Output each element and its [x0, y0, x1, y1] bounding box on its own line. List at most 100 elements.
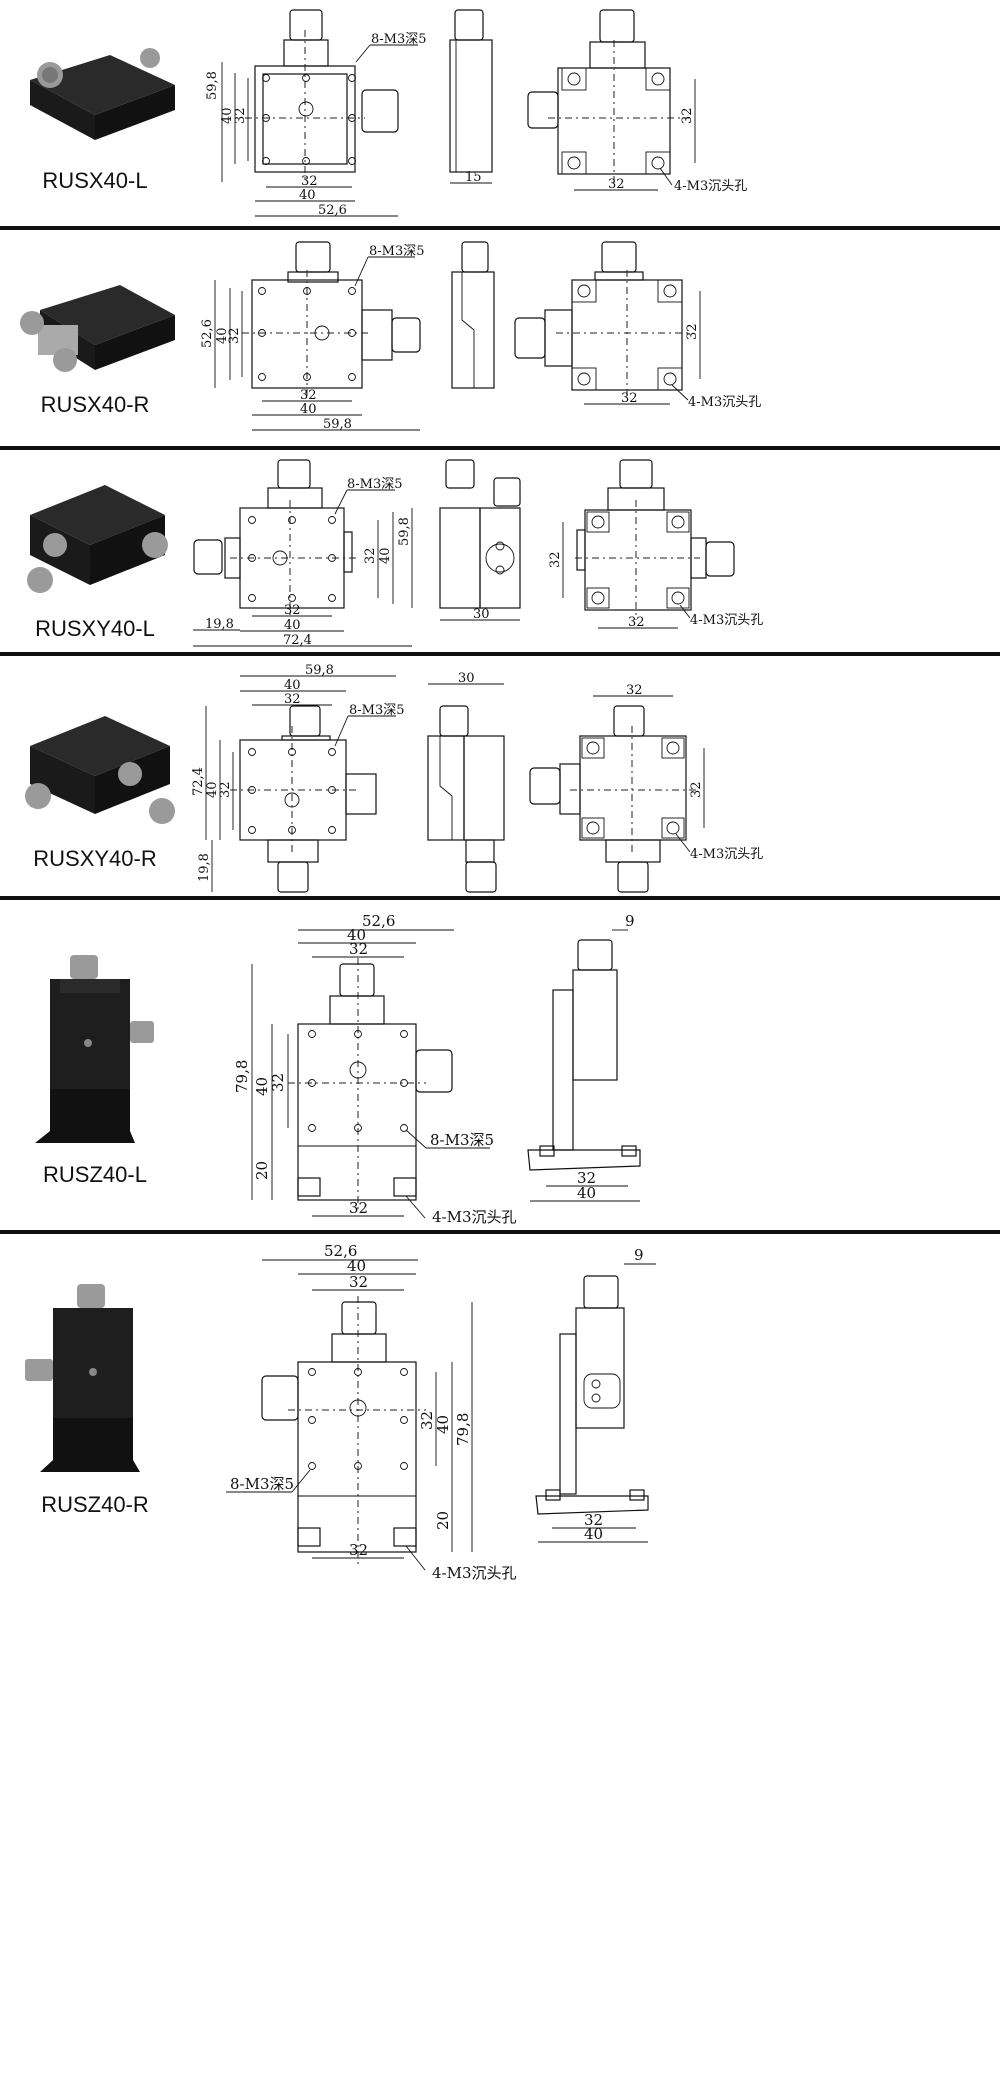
dim-b: 40: [378, 547, 393, 564]
dim-f: 32: [218, 781, 233, 798]
dim-h: 32: [349, 1541, 368, 1559]
dim-i: 9: [634, 1246, 644, 1264]
drawing-rusz40-r: 52,6 40 32 32 40 79,8 20 32 8-M3深5 4-M3沉…: [226, 1242, 656, 1582]
dim-e: 40: [300, 402, 317, 417]
dim-e: 40: [205, 781, 220, 798]
dim-e: 40: [434, 1415, 452, 1434]
section-rusz40-r: RUSZ40-R 52,6 40 32 32 40 79,8 20 32 8-M…: [0, 1234, 1000, 1586]
model-label: RUSX40-R: [40, 392, 150, 417]
dim-h: 30: [458, 671, 475, 686]
dim-a: 59,8: [305, 663, 334, 678]
dim-b: 40: [220, 107, 235, 124]
dim-g: 32: [621, 391, 638, 406]
dim-g: 20: [434, 1511, 452, 1530]
dim-j: 32: [577, 1169, 596, 1187]
section-rusxy40-l: RUSXY40-L 59,8 40 32 19,8 32 40 72,4 8-M…: [0, 450, 1000, 652]
product-photo: [10, 265, 180, 385]
dim-k: 40: [577, 1184, 596, 1202]
dim-d: 72,4: [191, 767, 206, 796]
drawing-rusx40-r: 52,6 40 32 32 40 59,8 8-M3深5 32 32 4-M3沉…: [200, 241, 761, 432]
cb-label: 4-M3沉头孔: [688, 395, 761, 410]
dim-a: 52,6: [324, 1242, 357, 1260]
product-photo: [10, 696, 180, 826]
dim-c: 32: [284, 692, 301, 707]
dim-b: 40: [347, 926, 366, 944]
dim-e: 32: [284, 603, 301, 618]
cb-label: 4-M3沉头孔: [674, 179, 747, 194]
section-divider: [0, 446, 1000, 450]
model-label: RUSXY40-R: [33, 846, 157, 871]
cb-label: 4-M3沉头孔: [432, 1564, 517, 1582]
dim-f: 40: [284, 618, 301, 633]
section-rusz40-l: RUSZ40-L 52,6 40 32 79,8 40 32 20 32 8-M…: [0, 900, 1000, 1230]
section-rusx40-l: RUSX40-L 59,8 40 32 32 40 52,6 8-M3深5 15: [0, 0, 1000, 226]
dim-e: 52,6: [318, 203, 347, 218]
hole-label: 8-M3深5: [430, 1131, 494, 1149]
dim-a: 59,8: [205, 71, 220, 100]
product-photo: [20, 955, 170, 1155]
section-divider: [0, 1230, 1000, 1234]
model-label: RUSZ40-L: [43, 1162, 147, 1187]
dim-f: 32: [269, 1073, 287, 1092]
dim-b: 40: [215, 327, 230, 344]
dim-h: 32: [349, 1199, 368, 1217]
dim-g: 19,8: [197, 853, 212, 882]
hole-label: 8-M3深5: [349, 703, 405, 718]
dim-c: 32: [349, 940, 368, 958]
drawing-rusx40-l: 59,8 40 32 32 40 52,6 8-M3深5 15 32 32 4-…: [205, 9, 747, 218]
dim-g: 20: [253, 1161, 271, 1180]
hole-label: 8-M3深5: [347, 477, 403, 492]
cb-label: 4-M3沉头孔: [690, 847, 763, 862]
dim-c: 32: [233, 107, 248, 124]
dim-f: 32: [301, 174, 318, 189]
dim-a: 52,6: [200, 319, 215, 348]
section-divider: [0, 896, 1000, 900]
dim-i: 9: [625, 912, 635, 930]
dim-d: 32: [418, 1411, 436, 1430]
drawing-rusz40-l: 52,6 40 32 79,8 40 32 20 32 8-M3深5 4-M3沉…: [233, 912, 641, 1226]
dim-i: 32: [680, 107, 695, 124]
dim-c: 32: [227, 327, 242, 344]
dim-d: 40: [299, 188, 316, 203]
hole-label: 8-M3深5: [230, 1475, 294, 1493]
dim-g: 15: [465, 170, 482, 185]
dim-b: 40: [347, 1257, 366, 1275]
dim-a: 59,8: [397, 517, 412, 546]
model-label: RUSXY40-L: [35, 616, 155, 641]
cb-label: 4-M3沉头孔: [690, 613, 763, 628]
section-divider: [0, 226, 1000, 230]
dim-j: 32: [689, 781, 704, 798]
dim-f: 79,8: [454, 1413, 472, 1446]
dim-h: 32: [608, 177, 625, 192]
product-photo: [10, 40, 180, 150]
dim-h: 32: [685, 323, 700, 340]
dim-j: 32: [584, 1511, 603, 1529]
product-photo: [10, 470, 180, 600]
dim-d: 32: [300, 388, 317, 403]
model-label: RUSZ40-R: [41, 1492, 149, 1517]
dim-d: 79,8: [233, 1060, 251, 1093]
dim-k: 40: [584, 1525, 603, 1543]
dim-b: 40: [284, 678, 301, 693]
product-photo: [15, 1284, 165, 1484]
dim-j: 32: [628, 615, 645, 630]
dim-h: 30: [473, 607, 490, 622]
dim-e: 40: [253, 1077, 271, 1096]
dim-a: 52,6: [362, 912, 395, 930]
dim-i: 32: [548, 551, 563, 568]
drawing-rusxy40-l: 59,8 40 32 19,8 32 40 72,4 8-M3深5 30 32 …: [193, 459, 763, 648]
section-rusxy40-r: RUSXY40-R 59,8 40 32 72,4 40 32 19,8 8-M…: [0, 656, 1000, 896]
hole-label: 8-M3深5: [371, 32, 427, 47]
drawing-rusxy40-r: 59,8 40 32 72,4 40 32 19,8 8-M3深5 30 32 …: [191, 663, 763, 893]
dim-d: 19,8: [205, 617, 234, 632]
model-label: RUSX40-L: [42, 168, 148, 193]
dim-f: 59,8: [323, 417, 352, 432]
hole-label: 8-M3深5: [369, 244, 425, 259]
dim-g: 72,4: [283, 633, 312, 648]
dim-c: 32: [363, 547, 378, 564]
section-rusx40-r: RUSX40-R 52,6 40 32 32 40 59,8 8-M3深5: [0, 230, 1000, 446]
dim-c: 32: [349, 1273, 368, 1291]
dim-i: 32: [626, 683, 643, 698]
section-divider: [0, 652, 1000, 656]
cb-label: 4-M3沉头孔: [432, 1208, 517, 1226]
